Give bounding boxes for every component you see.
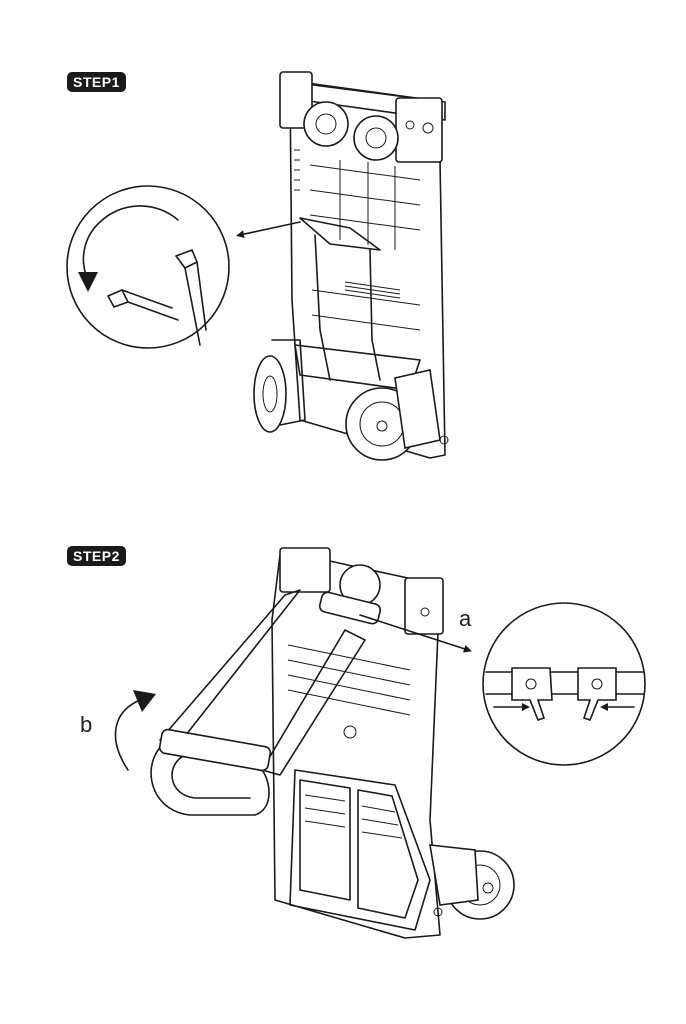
step2-cart-unfolding (150, 547, 515, 939)
callout-label-b: b (80, 712, 93, 737)
step2-detail-circle (482, 602, 646, 766)
callout-label-a: a (459, 606, 472, 631)
direction-arrow-icon (236, 221, 301, 239)
direction-arrow-icon (359, 614, 472, 653)
step2-badge: STEP2 (67, 546, 126, 566)
rotate-cw-arrow-icon (114, 699, 141, 771)
step1-cart-folded (253, 71, 449, 461)
rotate-ccw-arrow-icon (82, 205, 179, 281)
step1-badge: STEP1 (67, 72, 126, 92)
step1-detail-circle (66, 185, 230, 349)
